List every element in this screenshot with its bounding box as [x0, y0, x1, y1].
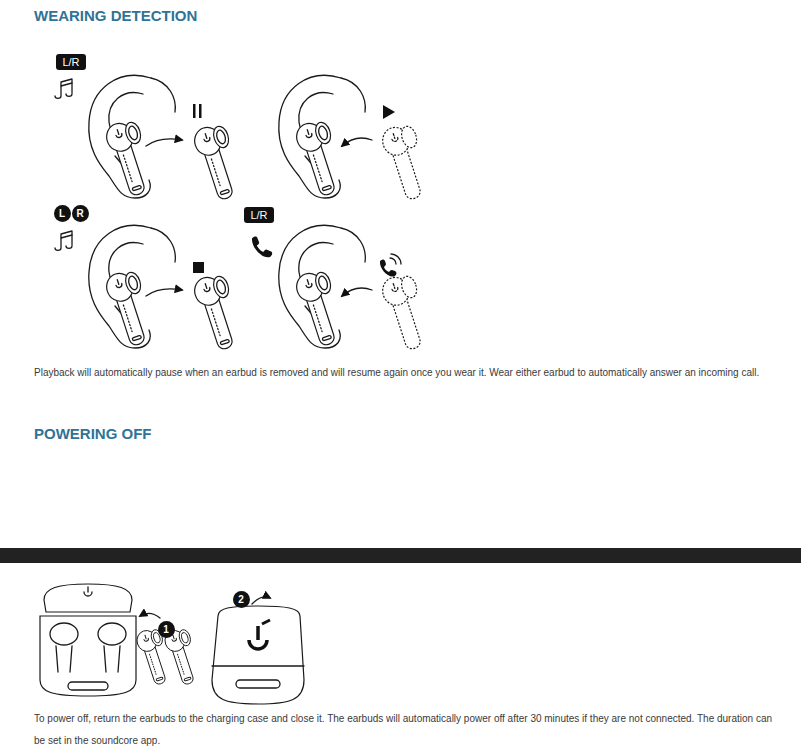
closed-case [212, 606, 304, 704]
badge-text: 1 [163, 624, 169, 635]
badge-text: L/R [62, 56, 79, 68]
side-badge: L/R [244, 207, 274, 223]
section-heading: POWERING OFF [34, 425, 152, 442]
callout-number: 2 [233, 591, 250, 608]
badge-text: L [59, 208, 65, 219]
section-heading: WEARING DETECTION [34, 7, 197, 24]
badge-text: L/R [250, 209, 267, 221]
side-badge: L/R [56, 54, 86, 70]
badge-text: R [76, 208, 83, 219]
body-text: To power off, return the earbuds to the … [34, 708, 774, 750]
side-badge: L [54, 205, 71, 222]
open-case [40, 584, 136, 696]
callout-number: 1 [158, 621, 175, 638]
body-text: Playback will automatically pause when a… [34, 362, 774, 384]
side-badge: R [72, 205, 89, 222]
badge-text: 2 [238, 594, 244, 605]
